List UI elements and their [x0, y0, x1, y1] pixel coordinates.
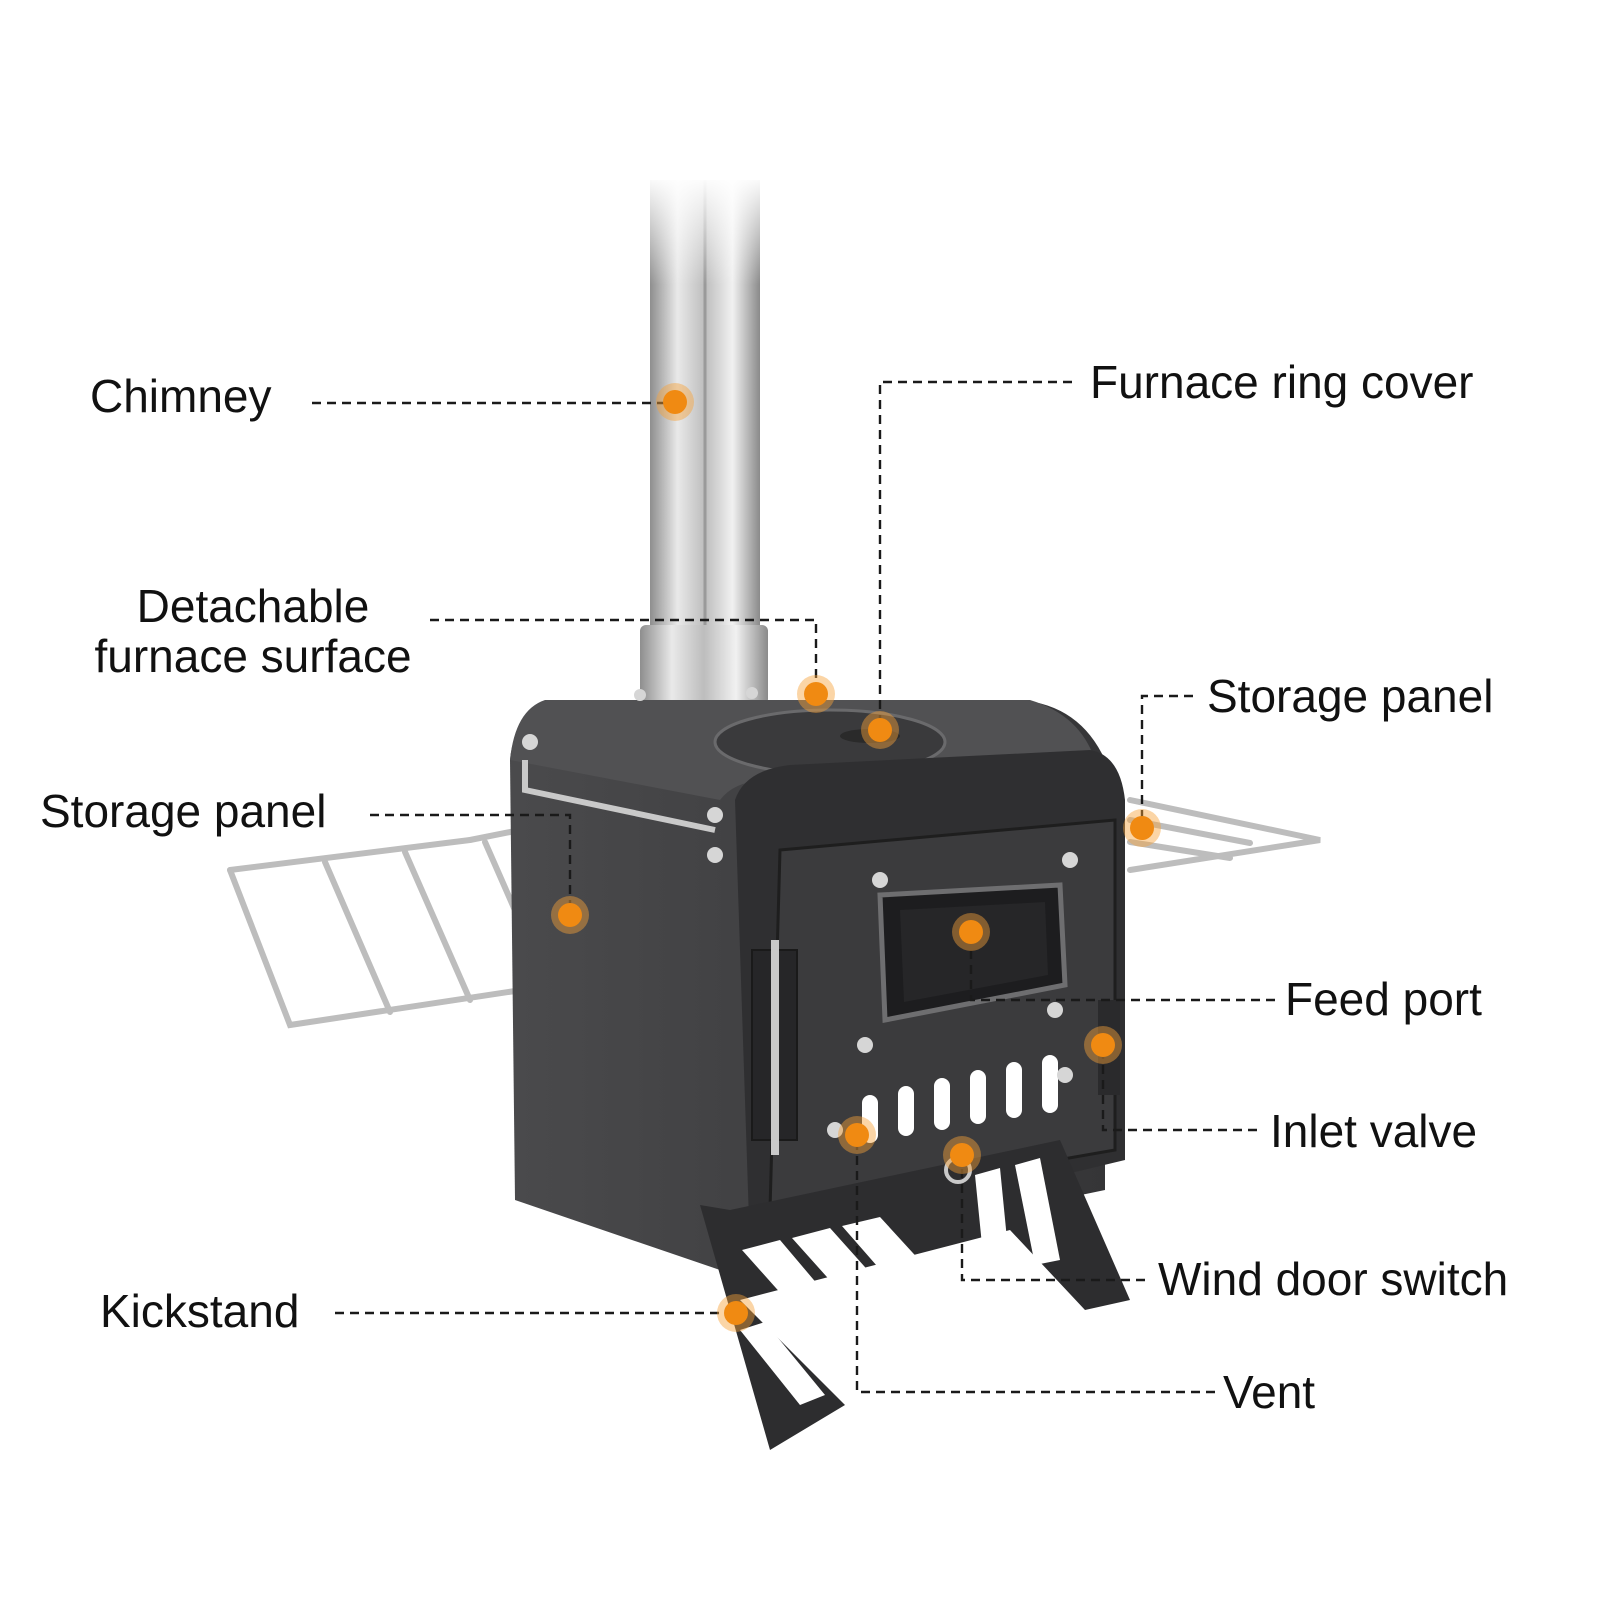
label-detachable-furnace-surface: Detachable furnace surface [84, 580, 422, 682]
chimney-pipe [640, 175, 768, 705]
leader-storage-panel-left [370, 813, 572, 915]
label-kickstand: Kickstand [100, 1285, 300, 1337]
label-detachable-line2: furnace surface [94, 629, 412, 682]
marker-inlet-valve [1084, 1026, 1122, 1064]
marker-wind-door-switch [943, 1136, 981, 1174]
leader-vent [855, 1135, 1215, 1394]
label-storage-panel-left: Storage panel [40, 785, 327, 837]
marker-storage-panel-right [1123, 809, 1161, 847]
marker-vent [838, 1116, 876, 1154]
leader-storage-panel-right [1140, 694, 1193, 828]
markers [551, 383, 1161, 1332]
marker-chimney [656, 383, 694, 421]
marker-kickstand [717, 1294, 755, 1332]
marker-feed-port [952, 913, 990, 951]
label-chimney: Chimney [90, 370, 272, 422]
marker-detachable [797, 675, 835, 713]
leader-furnace-ring-cover [878, 380, 1072, 730]
kickstand-front [700, 1140, 1130, 1450]
leader-wind-door-switch [960, 1155, 1145, 1282]
leader-feed-port [969, 932, 1275, 1002]
label-feed-port: Feed port [1285, 973, 1482, 1025]
label-detachable-line1: Detachable [136, 580, 370, 632]
leader-detachable [430, 618, 818, 693]
label-inlet-valve: Inlet valve [1270, 1105, 1478, 1157]
label-wind-door-switch: Wind door switch [1158, 1253, 1509, 1305]
stove-body [510, 687, 1125, 1270]
label-furnace-ring-cover: Furnace ring cover [1090, 356, 1474, 408]
marker-furnace-ring-cover [861, 711, 899, 749]
leader-inlet-valve [1101, 1045, 1257, 1132]
leader-lines [312, 380, 1275, 1394]
label-storage-panel-right: Storage panel [1207, 670, 1494, 722]
label-vent: Vent [1223, 1366, 1316, 1418]
marker-storage-panel-left [551, 896, 589, 934]
